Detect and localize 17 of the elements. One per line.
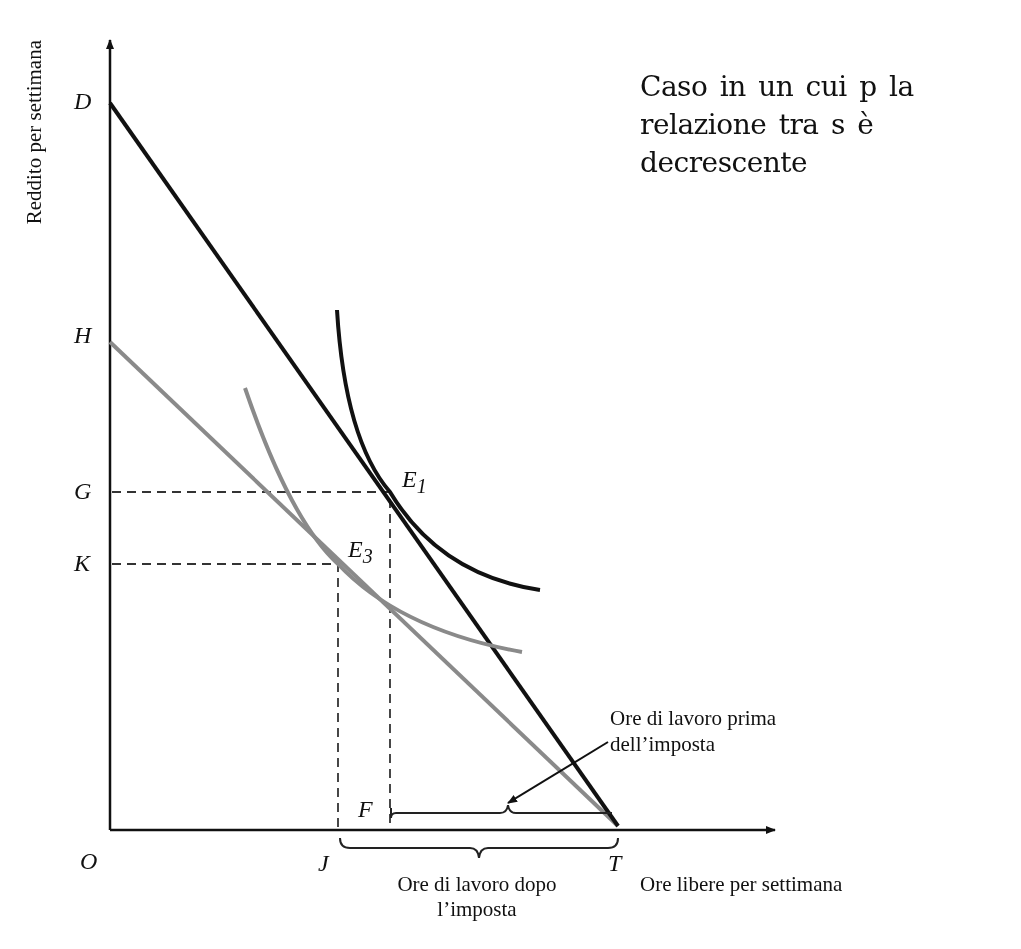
axis-point-label: O: [80, 848, 98, 875]
axis-point-label: T: [608, 850, 622, 877]
axis-point-label: K: [74, 550, 90, 577]
axis-point-label: D: [74, 88, 92, 115]
axis-point-label: J: [318, 850, 329, 877]
axis-title: Ore libere per settimana: [640, 872, 843, 897]
point-label: E$_{1}$: [402, 466, 427, 498]
callout-text: Ore di lavoro prima dell’imposta: [610, 705, 785, 757]
axis-point-label: G: [74, 478, 92, 505]
annotation-text: Caso in un cui p la relazione tra s è decrescente: [640, 69, 915, 181]
axis-point-label: H: [74, 322, 92, 349]
point-label: E$_{3}$: [348, 536, 373, 568]
bracket: [390, 804, 613, 819]
leader-line: [507, 741, 609, 804]
brace-label: Ore di lavoro dopo l’imposta: [396, 872, 558, 922]
axis-point-label: F: [358, 796, 373, 823]
axis-title: Reddito per settimana: [22, 40, 47, 225]
